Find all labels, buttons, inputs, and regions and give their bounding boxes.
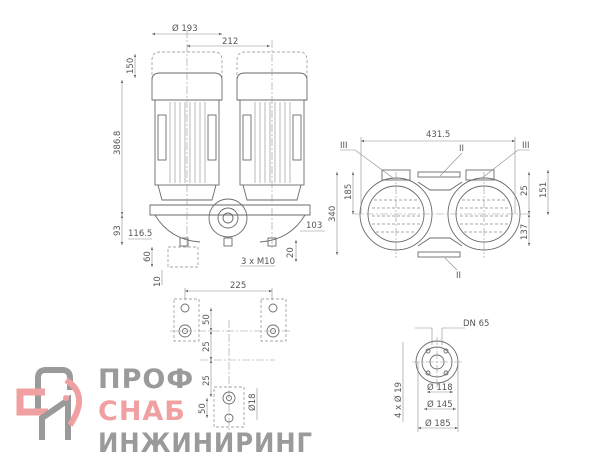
dim-total-height: 340 xyxy=(328,206,338,222)
dim-bolt-height: 20 xyxy=(286,247,296,258)
top-view: 431.5 340 185 25 151 137 III III II II xyxy=(328,130,550,281)
dim-25: 25 xyxy=(520,185,530,196)
marker-iii-right: III xyxy=(522,141,530,151)
dim-right-offset: 103 xyxy=(306,221,322,231)
dim-50-top: 50 xyxy=(202,314,212,325)
dim-137: 137 xyxy=(520,224,530,240)
logo-line-1: ПРОФ xyxy=(98,364,194,395)
dim-185: Ø 185 xyxy=(425,418,451,429)
marker-ii-top: II xyxy=(459,144,464,154)
marker-iii-left: III xyxy=(340,141,348,151)
logo-line-2: СНАБ xyxy=(98,396,186,427)
dim-118: Ø 118 xyxy=(427,382,453,393)
dim-fan-height: 150 xyxy=(126,58,136,74)
dim-25-a: 25 xyxy=(202,341,212,352)
pump-housing xyxy=(149,198,311,268)
dim-dn: DN 65 xyxy=(463,319,489,329)
dim-foundation-width: 225 xyxy=(230,281,246,291)
dim-145: Ø 145 xyxy=(427,399,453,410)
dim-151: 151 xyxy=(539,182,549,198)
dim-holes: 4 x Ø 19 xyxy=(393,382,404,418)
dim-bolts: 3 x M10 xyxy=(241,257,275,267)
dim-left-height: 185 xyxy=(344,184,354,200)
dim-pump-height: 93 xyxy=(113,225,123,236)
logo-emblem xyxy=(16,367,82,440)
dim-motor-diameter: Ø 193 xyxy=(172,23,198,34)
watermark-logo: ПРОФ СНАБ ИНЖИНИРИНГ xyxy=(16,364,313,459)
dim-hole: Ø18 xyxy=(247,393,258,411)
dim-motor-height: 386.8 xyxy=(113,131,123,155)
flange-view: DN 65 4 x Ø 19 Ø 118 Ø 145 Ø 185 xyxy=(393,319,489,432)
marker-ii-bottom: II xyxy=(456,271,461,281)
dim-25-b: 25 xyxy=(202,375,212,386)
dim-foot-height: 60 xyxy=(143,251,153,262)
dim-foot-gap: 10 xyxy=(153,276,163,287)
logo-line-3: ИНЖИНИРИНГ xyxy=(98,428,313,459)
dim-50-bottom: 50 xyxy=(198,403,208,414)
dim-axis-distance: 212 xyxy=(222,37,238,47)
side-view: Ø 193 212 150 386.8 93 116.5 60 10 103 2… xyxy=(113,23,325,287)
dim-offset: 116.5 xyxy=(128,229,152,239)
foundation-plan: 225 50 25 25 50 Ø18 xyxy=(170,281,290,440)
dim-total-width: 431.5 xyxy=(426,130,450,140)
